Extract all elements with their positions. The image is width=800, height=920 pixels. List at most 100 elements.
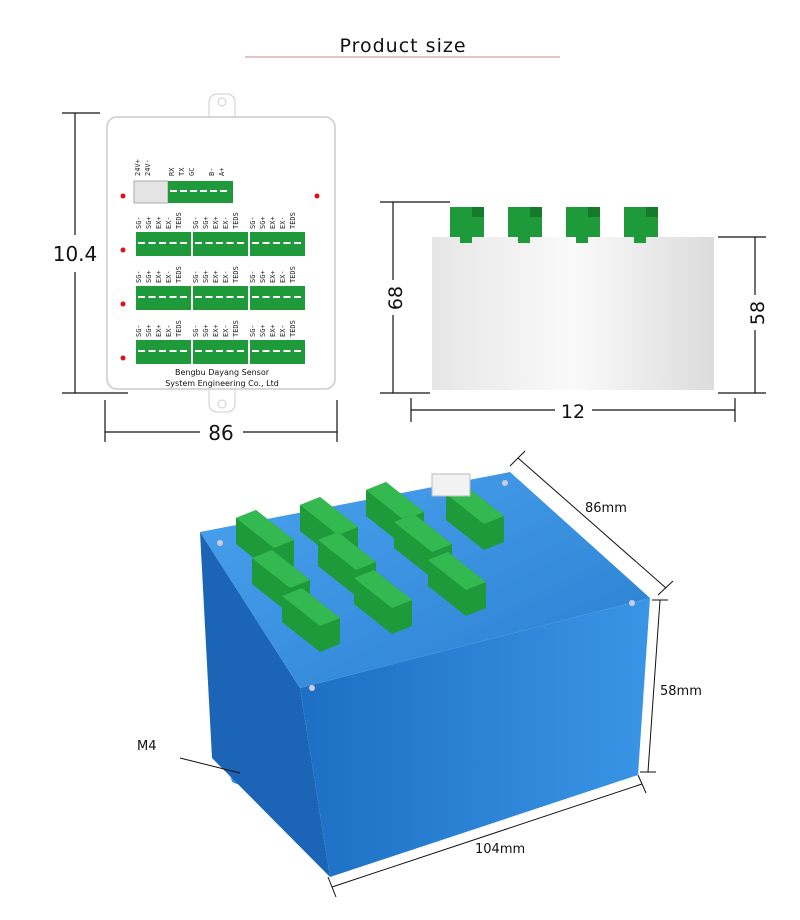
terminal-slot — [138, 242, 145, 244]
terminal-slot — [180, 350, 187, 352]
terminal-slot — [294, 296, 301, 298]
terminal-slot — [283, 350, 291, 352]
terminal-slot — [226, 296, 234, 298]
pin-label: EX+ — [155, 216, 163, 229]
connector-latch — [588, 207, 600, 217]
pin-label: TEDS — [175, 320, 183, 337]
terminal-slot — [169, 350, 177, 352]
pin-label: EX+ — [212, 324, 220, 337]
connector-latch — [646, 207, 658, 217]
pin-label: SG+ — [145, 270, 153, 283]
terminal-slot — [252, 350, 259, 352]
terminal-slot — [262, 296, 270, 298]
pin-label: TEDS — [232, 212, 240, 229]
pin-label: SG- — [135, 270, 143, 283]
pin-label: SG- — [249, 270, 257, 283]
pin-label: TEDS — [175, 212, 183, 229]
pin-label: EX- — [279, 324, 287, 337]
terminal-slot — [138, 350, 145, 352]
pin-label: EX- — [222, 216, 230, 229]
terminal-slot — [216, 350, 223, 352]
pin-label: A+ — [218, 168, 226, 176]
box-left-face — [200, 532, 330, 877]
terminal-slot — [220, 190, 227, 192]
terminal-slot — [262, 242, 270, 244]
terminal-slot — [180, 242, 187, 244]
title: Product size — [339, 35, 466, 57]
iso-connector-top — [252, 550, 310, 588]
marker-dot — [120, 301, 126, 307]
pin-label: TEDS — [175, 266, 183, 283]
pin-label: 24V- — [144, 159, 152, 176]
terminal-slot — [226, 350, 234, 352]
pin-label: TEDS — [232, 320, 240, 337]
pin-label: EX+ — [212, 270, 220, 283]
iso-width-label: 104mm — [475, 842, 525, 857]
iso-height-label: 58mm — [660, 684, 702, 699]
terminal-slot — [195, 296, 202, 298]
total-height-label: 68 — [385, 286, 407, 310]
terminal-slot — [252, 242, 259, 244]
pin-label: EX+ — [269, 216, 277, 229]
pin-label: TX — [178, 167, 186, 176]
iso-connector-top — [300, 497, 358, 535]
pin-label: EX- — [222, 270, 230, 283]
terminal-slot — [190, 190, 197, 192]
depth-label: 12 — [561, 401, 585, 423]
terminal-slot — [283, 242, 291, 244]
terminal-slot — [159, 350, 166, 352]
pin-label: SG+ — [259, 324, 267, 337]
company-line-1: Bengbu Dayang Sensor — [175, 368, 270, 377]
pin-label: GC — [188, 168, 196, 176]
pin-label: TEDS — [289, 266, 297, 283]
pin-label: SG- — [192, 270, 200, 283]
pin-label: EX- — [279, 270, 287, 283]
iso-connector-top — [428, 552, 486, 590]
pin-label: SG+ — [145, 324, 153, 337]
pin-label: SG- — [135, 216, 143, 229]
pin-label: SG+ — [202, 270, 210, 283]
height-label: 10.4 — [53, 242, 98, 266]
terminal-slot — [294, 242, 301, 244]
iso-connector-top — [282, 588, 340, 626]
iso-dimensions — [179, 450, 674, 898]
pin-label: EX- — [165, 216, 173, 229]
terminal-slot — [252, 296, 259, 298]
pin-label: EX- — [222, 324, 230, 337]
terminal-slot — [148, 350, 156, 352]
pin-label: TEDS — [289, 212, 297, 229]
pin-label: RX — [168, 167, 176, 176]
pin-label: SG+ — [259, 216, 267, 229]
marker-dot — [314, 193, 320, 199]
iso-connector-top — [394, 514, 452, 552]
side-body — [432, 237, 714, 390]
terminal-slot — [169, 296, 177, 298]
terminal-slot — [159, 296, 166, 298]
terminal-slot — [237, 350, 244, 352]
iso-connector-top — [318, 532, 376, 570]
front-dimensions — [62, 112, 338, 442]
terminal-slot — [210, 190, 217, 192]
iso-depth-label: 86mm — [585, 501, 627, 516]
terminal-slot — [237, 242, 244, 244]
terminal-slot — [148, 296, 156, 298]
pin-label: SG+ — [202, 216, 210, 229]
pin-label: SG- — [192, 216, 200, 229]
marker-dot — [120, 355, 126, 361]
pin-label: SG+ — [202, 324, 210, 337]
terminal-slot — [216, 242, 223, 244]
terminal-slot — [237, 296, 244, 298]
power-connector — [431, 473, 471, 497]
terminal-slot — [273, 296, 280, 298]
pin-label: 24V+ — [134, 159, 142, 176]
pin-label: EX- — [165, 270, 173, 283]
pin-label: EX- — [165, 324, 173, 337]
mount-label: M4 — [137, 739, 157, 754]
pin-label: SG- — [249, 216, 257, 229]
pin-label: EX+ — [269, 324, 277, 337]
terminal-slot — [294, 350, 301, 352]
pin-label: B- — [208, 168, 216, 176]
pin-label: EX+ — [212, 216, 220, 229]
